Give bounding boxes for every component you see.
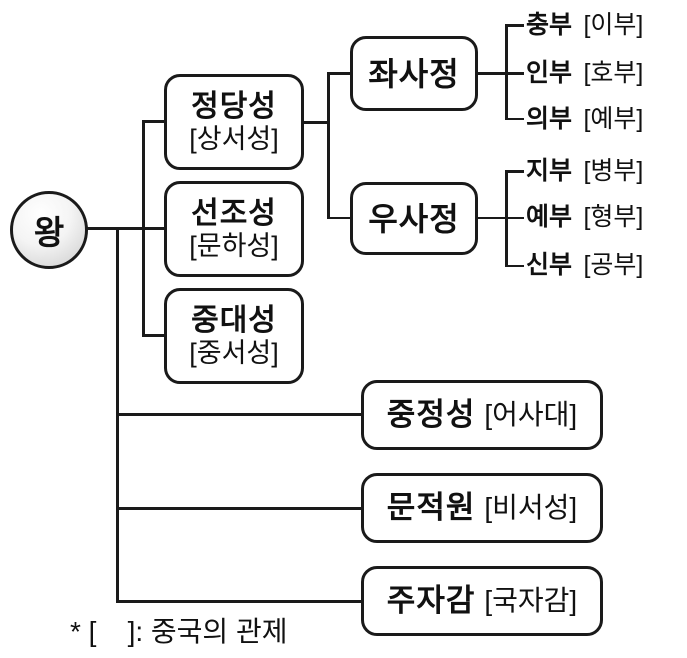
ministry-name: 충부	[526, 11, 573, 39]
office-chinese: [비서성]	[484, 492, 578, 523]
ministry-jibu: 지부 [병부]	[526, 154, 643, 188]
connector-line	[505, 24, 524, 27]
footnote: * [ ]: 중국의 관제	[70, 616, 288, 647]
node-munjeogwon: 문적원 [비서성]	[361, 473, 603, 543]
king-label: 왕	[33, 214, 65, 251]
office-chinese: [문하성]	[189, 231, 279, 261]
office-name: 선조성	[191, 197, 277, 230]
ministry-name: 예부	[526, 203, 573, 231]
connector-line	[142, 120, 166, 123]
connector-line	[505, 264, 524, 267]
connector-line	[505, 170, 524, 173]
node-jujagam: 주자감 [국자감]	[361, 566, 603, 636]
ministry-chinese: [형부]	[583, 203, 644, 231]
ministry-chinese: [예부]	[583, 105, 644, 133]
connector-line	[142, 334, 166, 337]
connector-line	[327, 72, 330, 219]
directorate-name: 좌사정	[368, 55, 460, 92]
connector-line	[116, 413, 362, 416]
node-jwasajeong: 좌사정	[350, 36, 478, 111]
connector-line	[505, 216, 524, 219]
ministry-yebu: 예부 [형부]	[526, 200, 643, 234]
office-chinese: [어사대]	[484, 399, 578, 430]
connector-line	[505, 72, 524, 75]
node-usajeong: 우사정	[350, 182, 478, 255]
office-name: 중대성	[191, 304, 277, 337]
connector-line	[302, 121, 330, 124]
ministry-name: 신부	[526, 251, 573, 279]
office-name: 문적원	[386, 490, 476, 525]
ministry-chinese: [공부]	[583, 251, 644, 279]
ministry-chungbu: 충부 [이부]	[526, 8, 643, 42]
office-chinese: [중서성]	[189, 338, 279, 368]
ministry-name: 지부	[526, 157, 573, 185]
ministry-inbu: 인부 [호부]	[526, 56, 643, 90]
connector-line	[116, 600, 362, 603]
connector-line	[505, 117, 524, 120]
ministry-name: 인부	[526, 59, 573, 87]
directorate-name: 우사정	[368, 200, 460, 237]
node-seonjoseong: 선조성 [문하성]	[164, 181, 304, 277]
ministry-name: 의부	[526, 105, 573, 133]
connector-line	[327, 72, 352, 75]
node-jungdaeseong: 중대성 [중서성]	[164, 288, 304, 384]
ministry-chinese: [호부]	[583, 59, 644, 87]
connector-line	[86, 227, 166, 230]
office-chinese: [상서성]	[189, 124, 279, 154]
connector-line	[476, 216, 507, 219]
king-node: 왕	[10, 191, 88, 269]
office-name: 정당성	[191, 90, 277, 123]
ministry-chinese: [병부]	[583, 157, 644, 185]
node-jeongdangseong: 정당성 [상서성]	[164, 74, 304, 170]
office-name: 주자감	[386, 583, 476, 618]
ministry-sinbu: 신부 [공부]	[526, 248, 643, 282]
connector-line	[476, 72, 507, 75]
office-chinese: [국자감]	[484, 585, 578, 616]
ministry-chinese: [이부]	[583, 11, 644, 39]
connector-line	[327, 216, 352, 219]
connector-line	[142, 120, 145, 336]
office-name: 중정성	[386, 397, 476, 432]
ministry-uibu: 의부 [예부]	[526, 102, 643, 136]
connector-line	[116, 507, 362, 510]
node-jungjeongseong: 중정성 [어사대]	[361, 380, 603, 450]
